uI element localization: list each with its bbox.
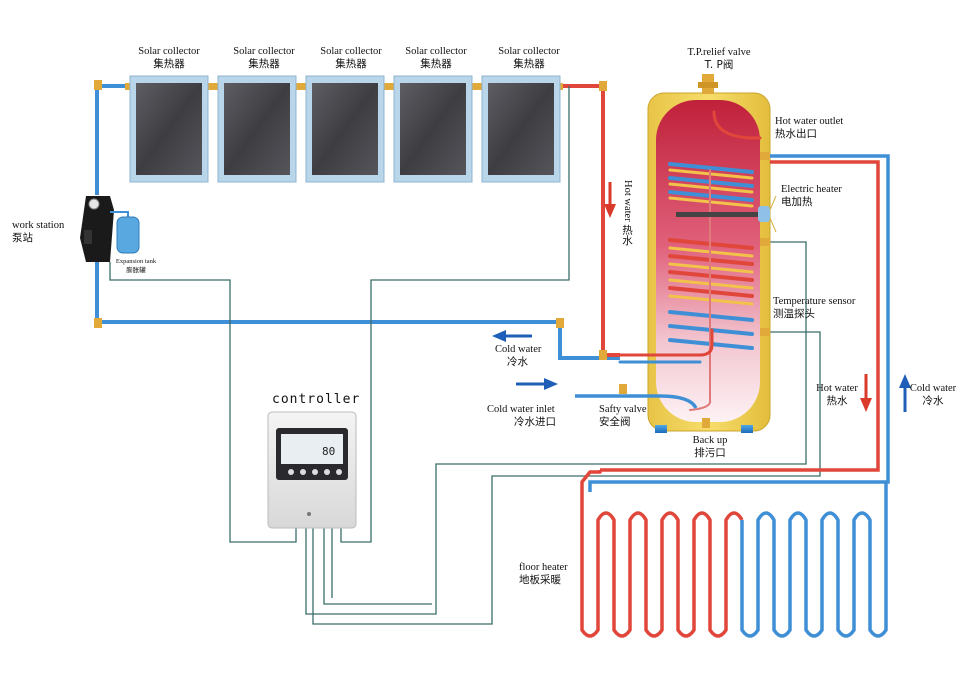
tp-valve-label-cn: T. P阀 xyxy=(704,59,734,71)
collector-label-1-cn: 集热器 xyxy=(153,58,185,70)
expansion-tank-label-en: Expansion tank xyxy=(115,258,157,265)
sensor-taps xyxy=(760,152,770,336)
tp-valve-label: T.P.relief valve T. P阀 xyxy=(687,46,750,72)
collector-label-4: Solar collector 集热器 xyxy=(405,45,467,71)
floor-hot-water-label: Hot water 热水 xyxy=(816,382,858,408)
controller-unit[interactable]: 80 xyxy=(267,411,357,529)
collector-hot-pipe xyxy=(555,84,620,357)
controller-title: controller xyxy=(272,392,361,407)
floor-heater-label-cn: 地板采暖 xyxy=(519,574,561,586)
safety-valve-label-en: Safty valve xyxy=(599,404,647,415)
collector-panel-4 xyxy=(393,75,473,183)
collector-panel-5 xyxy=(481,75,561,183)
collector-label-1: Solar collector 集热器 xyxy=(138,45,200,71)
backup-label-cn: 排污口 xyxy=(694,447,726,459)
work-station-label-cn: 泵站 xyxy=(12,232,33,244)
cold-water-return-label-cn: 冷水 xyxy=(507,356,528,368)
hot-water-outlet-label: Hot water outlet 热水出口 xyxy=(775,115,843,141)
collector-label-1-en: Solar collector xyxy=(138,46,200,57)
collector-panel-3 xyxy=(305,75,385,183)
hot-water-outlet-label-en: Hot water outlet xyxy=(775,116,844,127)
controller-display-value: 80 xyxy=(322,445,335,458)
expansion-tank-label-cn: 膨胀罐 xyxy=(126,266,146,274)
collector-label-2-cn: 集热器 xyxy=(248,58,280,70)
collector-label-4-cn: 集热器 xyxy=(420,58,452,70)
cold-water-return-label-en: Cold water xyxy=(495,344,542,355)
tank-coils xyxy=(618,110,762,411)
cold-inlet-pipe xyxy=(575,384,698,409)
floor-cold-water-label: Cold water 冷水 xyxy=(910,382,956,408)
work-station-label: work station 泵站 xyxy=(12,219,64,245)
collector-panel-1 xyxy=(129,75,209,183)
collector-label-4-en: Solar collector xyxy=(405,46,467,57)
collector-label-5-cn: 集热器 xyxy=(513,58,545,70)
backup-label-en: Back up xyxy=(692,435,728,446)
backup-label: Back up 排污口 xyxy=(693,434,728,460)
work-station-label-en: work station xyxy=(12,220,65,231)
temperature-sensor-label: Temperature sensor 测温探头 xyxy=(773,295,855,321)
flow-arrows xyxy=(492,182,911,412)
collector-label-5-en: Solar collector xyxy=(498,46,560,57)
hot-water-vertical-label: Hot water 热水 xyxy=(620,180,634,245)
tp-valve-label-en: T.P.relief valve xyxy=(687,47,751,58)
floor-heater-label-en: floor heater xyxy=(519,562,568,573)
hot-water-vertical-label-cn: 热水 xyxy=(621,224,633,246)
floor-supply-pipes xyxy=(588,154,890,492)
collector-label-2-en: Solar collector xyxy=(233,46,295,57)
cold-water-inlet-label-cn: 冷水进口 xyxy=(514,416,556,428)
cold-water-inlet-label-en: Cold water inlet xyxy=(487,404,555,415)
safety-valve-label: Safty valve 安全阀 xyxy=(599,403,647,429)
electric-heater xyxy=(676,195,777,233)
controller-wiring xyxy=(109,86,821,625)
collector-label-3-cn: 集热器 xyxy=(335,58,367,70)
collector-label-2: Solar collector 集热器 xyxy=(233,45,295,71)
expansion-tank-label: Expansion tank 膨胀罐 xyxy=(116,258,156,274)
cold-water-inlet-label: Cold water inlet 冷水进口 xyxy=(487,403,556,429)
safety-valve-label-cn: 安全阀 xyxy=(599,416,631,428)
hot-water-vertical-label-en: Hot water xyxy=(622,180,633,222)
floor-heater-label: floor heater 地板采暖 xyxy=(519,561,568,587)
cold-water-return-label: Cold water 冷水 xyxy=(495,343,541,369)
floor-hot-water-label-cn: 热水 xyxy=(826,395,848,407)
collector-panel-2 xyxy=(217,75,297,183)
electric-heater-label-cn: 电加热 xyxy=(781,196,813,208)
electric-heater-label: Electric heater 电加热 xyxy=(781,183,842,209)
collector-label-5: Solar collector 集热器 xyxy=(498,45,560,71)
floor-heater-loops xyxy=(580,470,888,638)
work-station-pump xyxy=(80,196,114,262)
expansion-tank xyxy=(110,211,140,254)
floor-hot-water-label-en: Hot water xyxy=(816,383,858,394)
tp-relief-valve xyxy=(698,74,718,94)
temperature-sensor-label-cn: 测温探头 xyxy=(773,308,815,320)
temperature-sensor-label-en: Temperature sensor xyxy=(773,296,856,307)
electric-heater-label-en: Electric heater xyxy=(781,184,842,195)
floor-cold-water-label-cn: 冷水 xyxy=(922,395,944,407)
floor-cold-water-label-en: Cold water xyxy=(909,383,957,394)
collector-label-3: Solar collector 集热器 xyxy=(320,45,382,71)
collector-label-3-en: Solar collector xyxy=(320,46,382,57)
hot-water-outlet-label-cn: 热水出口 xyxy=(775,128,817,140)
